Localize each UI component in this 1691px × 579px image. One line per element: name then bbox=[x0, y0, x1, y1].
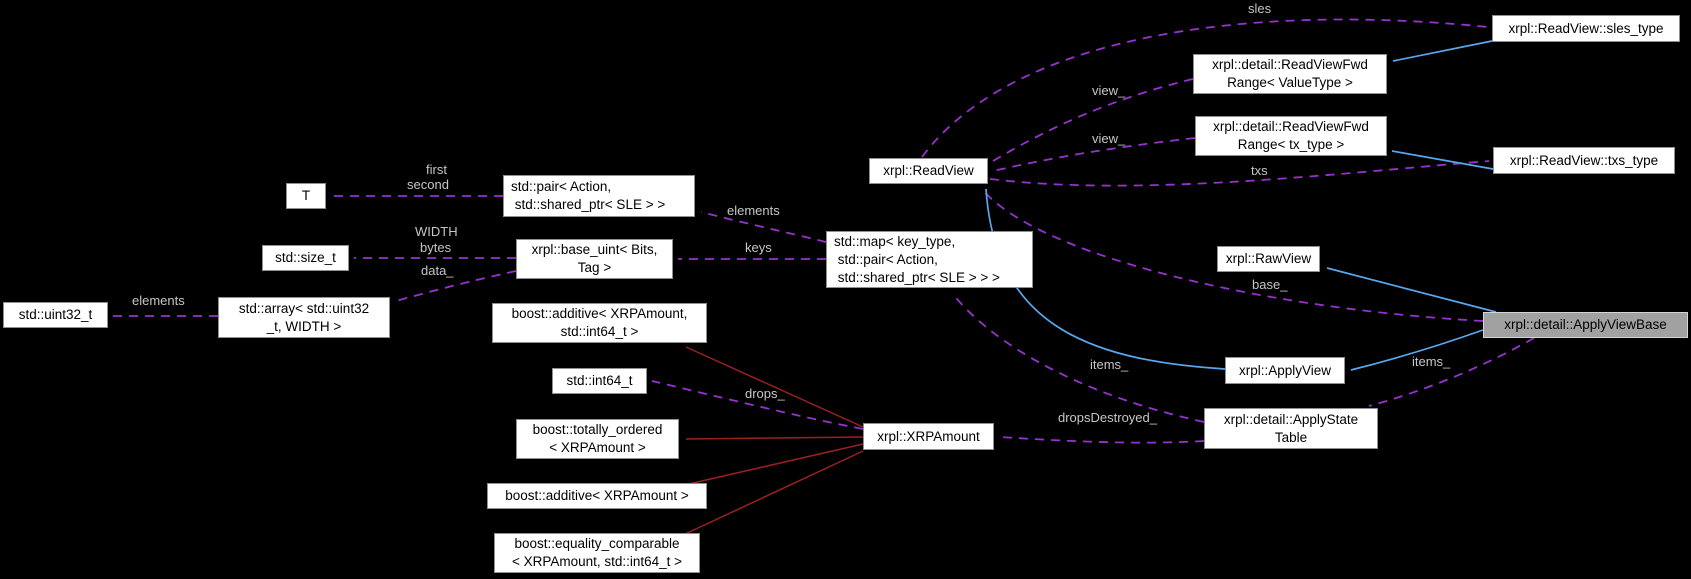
node-label-line: boost::additive< XRPAmount, bbox=[511, 306, 688, 321]
node-label-line: std::array< std::uint32 bbox=[238, 300, 370, 316]
edge-label-view: view_ bbox=[1092, 131, 1126, 146]
node-label-line: std::pair< Action, bbox=[834, 251, 938, 267]
node-label-line: std::shared_ptr< SLE > > bbox=[511, 197, 666, 212]
node-label-line: < XRPAmount > bbox=[549, 440, 646, 455]
edge-applyviewbase-to-applystatetable bbox=[1368, 337, 1535, 407]
node-label-line: xrpl::ApplyView bbox=[1238, 362, 1332, 378]
edge-label-items: items_ bbox=[1412, 354, 1451, 369]
edge-map-to-pair bbox=[700, 211, 827, 243]
edge-fwdrange-valuetype-to-readview bbox=[992, 78, 1194, 162]
node-label-line: boost::totally_ordered bbox=[532, 422, 663, 437]
node-size-t[interactable]: std::size_t bbox=[262, 245, 349, 271]
node-sles-type[interactable]: xrpl::ReadView::sles_type bbox=[1492, 15, 1680, 42]
node-applyview[interactable]: xrpl::ApplyView bbox=[1225, 357, 1345, 384]
node-label-line: xrpl::XRPAmount bbox=[877, 428, 980, 444]
edge-applyviewbase-to-applyview bbox=[1350, 329, 1484, 371]
edge-xrpamount-to-equality-comparable bbox=[682, 450, 864, 536]
edge-label-keys: keys bbox=[745, 240, 772, 255]
edge-applystatetable-to-xrpamount bbox=[998, 436, 1205, 444]
node-label-line: Range< tx_type > bbox=[1237, 137, 1345, 152]
edge-applyviewbase-to-rawview bbox=[1326, 267, 1497, 313]
node-label-line: T bbox=[301, 188, 311, 203]
node-label-line: std::pair< Action, bbox=[511, 179, 612, 194]
edge-xrpamount-to-totally-ordered bbox=[685, 436, 864, 440]
node-txs-type[interactable]: xrpl::ReadView::txs_type bbox=[1493, 147, 1675, 174]
edge-label-txs: txs bbox=[1251, 163, 1268, 178]
node-label-line: Range< ValueType > bbox=[1227, 75, 1353, 90]
node-label-line: < XRPAmount, std::int64_t > bbox=[511, 554, 683, 569]
node-additive[interactable]: boost::additive< XRPAmount > bbox=[487, 483, 707, 509]
node-label-line: std::shared_ptr< SLE > > > bbox=[834, 269, 1000, 285]
edge-base-uint-to-array bbox=[395, 270, 517, 302]
node-label-line: boost::additive< XRPAmount > bbox=[505, 488, 689, 503]
node-label-line: Tag > bbox=[577, 260, 612, 275]
node-label-line: xrpl::detail::ReadViewFwd bbox=[1212, 57, 1368, 72]
node-readview[interactable]: xrpl::ReadView bbox=[869, 158, 988, 184]
edge-label-second: second bbox=[407, 177, 449, 192]
node-pair[interactable]: std::pair< Action, std::shared_ptr< SLE … bbox=[503, 175, 695, 217]
node-label-line: xrpl::detail::ReadViewFwd bbox=[1213, 119, 1369, 134]
node-label-line: std::int64_t > bbox=[560, 324, 639, 339]
node-map[interactable]: std::map< key_type, std::pair< Action, s… bbox=[826, 231, 1033, 288]
edge-txs-type-to-fwdrange-txtype bbox=[1391, 150, 1494, 170]
edge-applystatetable-to-map bbox=[951, 292, 1205, 423]
edge-xrpamount-to-additive bbox=[679, 443, 864, 487]
node-label-line: Table bbox=[1274, 429, 1308, 445]
node-t[interactable]: T bbox=[286, 183, 326, 209]
node-label-line: std::int64_t bbox=[566, 373, 633, 388]
node-label-line: xrpl::ReadView::txs_type bbox=[1509, 152, 1659, 168]
node-label-line: std::map< key_type, bbox=[834, 233, 956, 249]
edge-label-elements: elements bbox=[727, 203, 780, 218]
node-label-line: xrpl::ReadView bbox=[883, 163, 974, 178]
edge-label-base: base_ bbox=[1252, 277, 1288, 292]
edge-fwdrange-txtype-to-readview bbox=[992, 137, 1196, 172]
node-label-line: std::uint32_t bbox=[18, 307, 93, 322]
edge-readview-to-sles-type bbox=[921, 18, 1489, 158]
node-label-line: xrpl::detail::ApplyViewBase bbox=[1504, 317, 1667, 332]
node-uint32-t[interactable]: std::uint32_t bbox=[3, 302, 108, 328]
edge-applyviewbase-to-readview bbox=[981, 188, 1484, 322]
edge-sles-type-to-fwdrange-valuetype bbox=[1392, 40, 1493, 62]
node-label-line: xrpl::detail::ApplyState bbox=[1223, 411, 1359, 427]
node-totally-ordered[interactable]: boost::totally_ordered< XRPAmount > bbox=[516, 419, 679, 459]
node-additive-int64[interactable]: boost::additive< XRPAmount,std::int64_t … bbox=[492, 303, 707, 343]
edge-label-bytes: bytes bbox=[420, 240, 452, 255]
node-array[interactable]: std::array< std::uint32_t, WIDTH > bbox=[218, 297, 390, 338]
edge-label-drops: drops_ bbox=[745, 386, 785, 401]
node-label-line: xrpl::RawView bbox=[1225, 251, 1312, 266]
edge-label-view: view_ bbox=[1092, 83, 1126, 98]
edge-label-data: data_ bbox=[421, 263, 454, 278]
edge-label-elements: elements bbox=[132, 293, 185, 308]
node-int64-t[interactable]: std::int64_t bbox=[552, 368, 647, 394]
node-rawview[interactable]: xrpl::RawView bbox=[1217, 246, 1320, 272]
node-base-uint[interactable]: xrpl::base_uint< Bits,Tag > bbox=[516, 239, 673, 279]
edge-readview-to-txs-type bbox=[989, 160, 1490, 187]
edge-label-items: items_ bbox=[1090, 357, 1129, 372]
node-xrpamount[interactable]: xrpl::XRPAmount bbox=[863, 423, 994, 450]
node-label-line: _t, WIDTH > bbox=[266, 318, 342, 334]
edge-xrpamount-to-additive-int64 bbox=[685, 346, 864, 428]
node-label-line: boost::equality_comparable bbox=[514, 536, 680, 551]
node-label-line: std::size_t bbox=[275, 250, 336, 265]
edge-label-sles: sles bbox=[1248, 1, 1272, 16]
node-equality-comparable[interactable]: boost::equality_comparable< XRPAmount, s… bbox=[494, 533, 700, 573]
edge-label-first: first bbox=[426, 162, 447, 177]
node-label-line: xrpl::base_uint< Bits, bbox=[531, 242, 658, 257]
node-label-line: xrpl::ReadView::sles_type bbox=[1508, 20, 1664, 36]
edge-label-dropsDestroyed: dropsDestroyed_ bbox=[1058, 410, 1157, 425]
edge-label-WIDTH: WIDTH bbox=[415, 224, 458, 239]
node-applyviewbase: xrpl::detail::ApplyViewBase bbox=[1483, 312, 1688, 338]
